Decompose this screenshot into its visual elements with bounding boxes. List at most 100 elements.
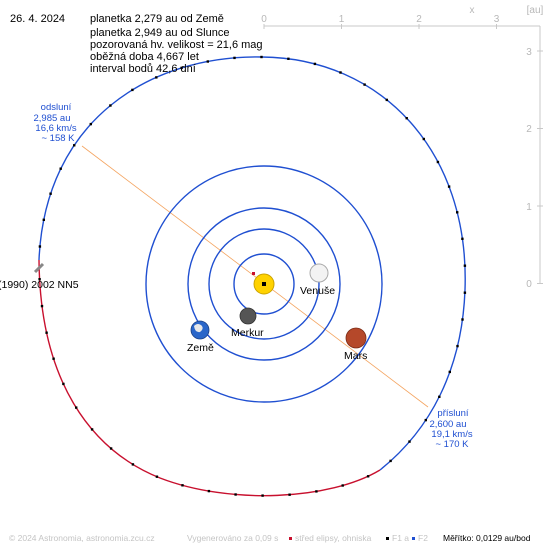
- orbit-point: [131, 463, 135, 466]
- venus-label: Venuše: [300, 285, 335, 297]
- ellipse-center-marker: [252, 272, 255, 275]
- orbit-point: [233, 56, 236, 60]
- planet-mercury: Merkur: [231, 307, 264, 339]
- orbit-point: [260, 55, 263, 59]
- orbit-point: [424, 418, 427, 422]
- f2-legend-text: F2: [418, 533, 428, 543]
- asteroid: (1990) 2002 NN5: [0, 262, 79, 291]
- y-tick-label: 3: [526, 47, 532, 58]
- f1-legend-text: F1 a: [392, 533, 409, 543]
- orbit-point: [62, 382, 65, 386]
- y-tick-label: 1: [526, 202, 532, 213]
- orbit-point: [456, 344, 459, 348]
- orbit-point: [405, 117, 408, 120]
- orbit-point: [461, 318, 464, 321]
- info-line: pozorovaná hv. velikost = 21,6 mag: [90, 39, 263, 51]
- orbit-point: [313, 62, 317, 66]
- date-label: 26. 4. 2024: [10, 13, 65, 25]
- orbit-point: [447, 185, 451, 188]
- orbit-point: [448, 370, 451, 374]
- mars-orbit: [145, 165, 383, 403]
- orbit-point: [40, 304, 44, 308]
- center-legend-marker: [289, 537, 292, 540]
- scale-text: Měřítko: 0,0129 au/bod: [443, 533, 531, 543]
- axes: 0 1 2 3 x [au] 3 2 1 0: [261, 5, 543, 290]
- f1-legend-marker: [386, 537, 389, 540]
- x-tick-label: 1: [339, 14, 345, 25]
- footer: © 2024 Astronomia, astronomia.zcu.cz Vyg…: [9, 533, 531, 543]
- planet-earth: Země: [187, 320, 214, 354]
- orbit-point: [131, 88, 134, 92]
- x-axis-ticks: [263, 24, 497, 29]
- orbit-point: [363, 83, 366, 86]
- x-axis-label: x: [470, 5, 475, 16]
- mercury-icon: [239, 307, 257, 325]
- generated-text: Vygenerováno za 0,09 s: [187, 533, 278, 543]
- orbit-point: [206, 60, 209, 63]
- orbit-point: [288, 493, 291, 496]
- aphelion-distance: 2,985 au: [34, 113, 71, 124]
- perihelion-annotation: přísluní 2,600 au 19,1 km/s ~ 170 K: [430, 408, 473, 450]
- mercury-orbit: [233, 253, 295, 315]
- orbit-point: [456, 211, 459, 214]
- aphelion-speed: 16,6 km/s: [35, 123, 76, 134]
- orbit-point: [436, 160, 440, 164]
- y-tick-label: 2: [526, 124, 532, 135]
- orbit-point: [287, 57, 290, 60]
- orbit-point: [38, 245, 42, 248]
- earth-orbit: [187, 207, 341, 361]
- orbit-point: [408, 440, 411, 443]
- orbit-point: [109, 447, 113, 450]
- orbit-point: [181, 484, 184, 487]
- mars-icon: [345, 327, 367, 349]
- asteroid-icon: [33, 262, 45, 274]
- orbit-point: [461, 237, 464, 240]
- asteroid-orbit: [38, 56, 466, 497]
- orbit-point: [109, 104, 112, 107]
- f2-legend-marker: [412, 537, 415, 540]
- planet-orbits: [145, 165, 383, 403]
- sun: [252, 272, 275, 295]
- orbit-point: [366, 475, 370, 478]
- orbit-point: [463, 291, 467, 294]
- orbit-point: [422, 137, 425, 141]
- aphelion-temp: ~ 158 K: [41, 133, 75, 144]
- orbit-point: [207, 489, 211, 493]
- unit-label: [au]: [527, 5, 544, 16]
- orbit-point: [42, 218, 45, 221]
- orbit-point: [155, 76, 158, 79]
- aphelion-title: odsluní: [41, 102, 72, 113]
- orbit-point: [89, 122, 92, 126]
- orbit-point: [385, 98, 388, 102]
- orbit-point: [75, 406, 78, 409]
- earth-cloud-icon: [194, 324, 203, 333]
- asteroid-orbit-red-arc: [38, 259, 381, 497]
- orbit-point: [38, 278, 41, 281]
- perihelion-temp: ~ 170 K: [435, 439, 469, 450]
- orbit-point: [234, 493, 237, 496]
- mercury-label: Merkur: [231, 327, 264, 339]
- planet-mars: Mars: [344, 327, 367, 362]
- y-axis-ticks: [537, 50, 543, 284]
- orbit-point: [339, 71, 342, 74]
- orbit-point: [59, 167, 62, 170]
- orbit-point: [180, 66, 183, 70]
- asteroid-orbit-blue-arc: [38, 56, 466, 471]
- orbit-point: [315, 490, 318, 493]
- x-tick-label: 3: [494, 14, 500, 25]
- orbit-point: [261, 494, 264, 497]
- perihelion-title: přísluní: [437, 408, 469, 419]
- perihelion-speed: 19,1 km/s: [431, 429, 472, 440]
- apsis-line: [81, 145, 429, 408]
- venus-icon: [309, 263, 329, 283]
- info-line: planetka 2,949 au od Slunce: [90, 27, 229, 39]
- orbit-points: [38, 55, 467, 497]
- orbit-point: [49, 192, 52, 195]
- mars-label: Mars: [344, 350, 367, 362]
- planet-venus: Venuše: [300, 263, 335, 297]
- x-tick-label: 0: [261, 14, 267, 25]
- orbit-point: [90, 428, 94, 431]
- earth-label: Země: [187, 342, 214, 354]
- asteroid-label: (1990) 2002 NN5: [0, 279, 79, 291]
